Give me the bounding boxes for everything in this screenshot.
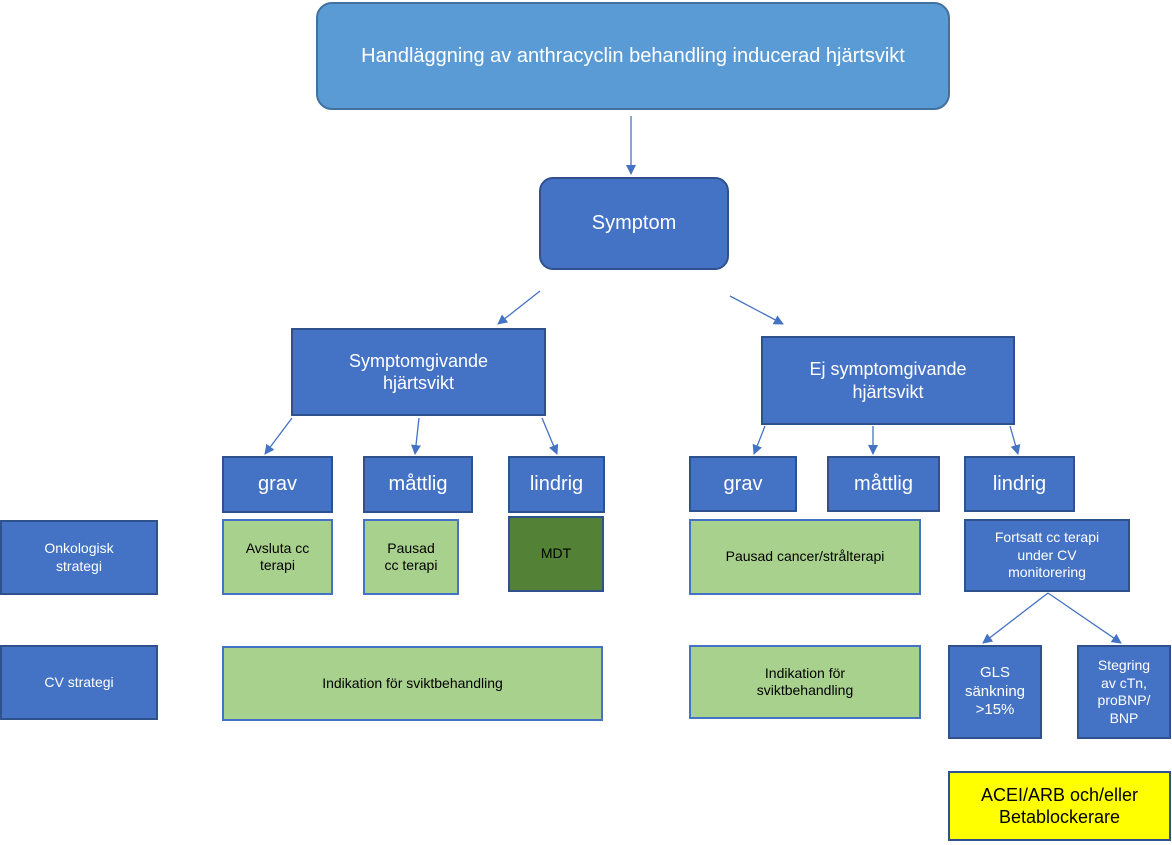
right-lindrig-node: lindrig xyxy=(964,456,1075,512)
row-label-cv-strategi: CV strategi xyxy=(0,645,158,720)
arrow-left-to-lindrig xyxy=(541,417,559,455)
symptom-node: Symptom xyxy=(539,177,729,270)
left-mattlig-node: måttlig xyxy=(363,456,473,513)
arrow-monitor-to-stegring xyxy=(1047,592,1122,644)
left-grav-node: grav xyxy=(222,456,333,513)
strategy-fortsatt-cc-terapi: Fortsatt cc terapi under CV monitorering xyxy=(964,519,1130,592)
cv-indikation-sviktbehandling-left: Indikation för sviktbehandling xyxy=(222,646,603,721)
strategy-avsluta-cc-terapi: Avsluta cc terapi xyxy=(222,519,333,595)
acei-arb-betablockerare-node: ACEI/ARB och/eller Betablockerare xyxy=(948,771,1171,841)
arrow-symptom-to-left xyxy=(497,290,541,325)
strategy-pausad-cancer-stralterapi: Pausad cancer/strålterapi xyxy=(689,519,921,595)
arrow-right-to-lindrig xyxy=(1009,425,1021,455)
arrow-symptom-to-right xyxy=(729,295,784,325)
right-grav-node: grav xyxy=(689,456,797,512)
asymptomatic-heart-failure-node: Ej symptomgivande hjärtsvikt xyxy=(761,336,1015,425)
diagram-title: Handläggning av anthracyclin behandling … xyxy=(316,2,950,110)
row-label-onkologisk-strategi: Onkologisk strategi xyxy=(0,520,158,595)
strategy-mdt: MDT xyxy=(508,516,604,592)
strategy-pausad-cc-terapi: Pausad cc terapi xyxy=(363,519,459,595)
symptomatic-heart-failure-node: Symptomgivande hjärtsvikt xyxy=(291,328,546,416)
gls-sankning-node: GLS sänkning >15% xyxy=(948,645,1042,739)
left-lindrig-node: lindrig xyxy=(508,456,605,513)
cv-indikation-sviktbehandling-right: Indikation för sviktbehandling xyxy=(689,645,921,719)
arrow-monitor-to-gls xyxy=(982,592,1049,644)
arrow-left-to-grav xyxy=(264,417,293,455)
stegring-biomarkers-node: Stegring av cTn, proBNP/ BNP xyxy=(1077,645,1171,739)
arrow-right-to-grav xyxy=(752,425,766,455)
arrow-left-to-mattlig xyxy=(411,417,421,455)
right-mattlig-node: måttlig xyxy=(827,456,940,512)
